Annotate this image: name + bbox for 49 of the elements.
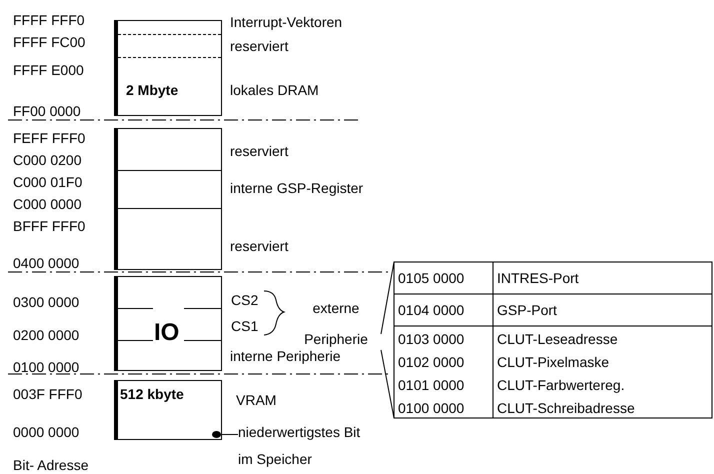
axis-label: Bit- Adresse [13, 457, 88, 473]
address-label: C000 01F0 [13, 174, 82, 190]
table-cell: 0103 0000 [398, 331, 464, 347]
memory-block [114, 128, 222, 270]
leader-line [220, 434, 238, 435]
memory-block [114, 276, 222, 371]
region-label: reserviert [230, 38, 288, 54]
table-cell: 0102 0000 [398, 354, 464, 370]
table-cell: GSP-Port [497, 302, 557, 318]
annotation-text: niederwertigstes Bit im Speicher [238, 419, 378, 473]
address-label: 0300 0000 [13, 294, 80, 310]
signal-label: CS2 [231, 292, 258, 308]
size-label: IO [154, 319, 180, 347]
region-label: Interrupt-Vektoren [230, 14, 342, 30]
memory-block [114, 20, 222, 116]
region-label: lokales DRAM [230, 82, 319, 98]
memory-block [114, 380, 222, 440]
table-cell: CLUT-Leseadresse [497, 331, 618, 347]
address-label: FFFF FC00 [13, 34, 86, 50]
address-label: FFFF FFF0 [13, 12, 85, 28]
table-cell: 0105 0000 [398, 270, 464, 286]
table-cell: CLUT-Pixelmaske [497, 354, 610, 370]
address-label: BFFF FFF0 [13, 218, 86, 234]
region-label: reserviert [230, 143, 288, 159]
table-cell: CLUT-Farbwertereg. [497, 377, 625, 393]
table-cell: 0104 0000 [398, 302, 464, 318]
table-cell: 0101 0000 [398, 377, 464, 393]
table-cell: CLUT-Schreibadresse [497, 400, 635, 416]
address-label: 0100 0000 [13, 359, 80, 375]
region-label: reserviert [230, 238, 288, 254]
address-label: 003F FFF0 [13, 386, 82, 402]
address-label: FEFF FFF0 [13, 130, 86, 146]
address-label: C000 0200 [13, 152, 82, 168]
address-label: FF00 0000 [13, 103, 81, 119]
table-cell: 0100 0000 [398, 400, 464, 416]
size-label: 512 kbyte [120, 385, 184, 403]
size-label: 2 Mbyte [126, 81, 178, 99]
address-label: C000 0000 [13, 196, 82, 212]
region-label: interne Peripherie [230, 348, 341, 364]
bit-dot [212, 431, 221, 438]
table-cell: INTRES-Port [497, 270, 579, 286]
address-label: 0400 0000 [13, 255, 80, 271]
address-label: 0000 0000 [13, 424, 80, 440]
region-label: VRAM [236, 392, 276, 408]
signal-label: CS1 [231, 318, 258, 334]
address-label: 0200 0000 [13, 327, 80, 343]
region-label: interne GSP-Register [230, 180, 364, 196]
region-label: externe Peripherie [303, 299, 369, 349]
address-label: FFFF E000 [13, 62, 84, 78]
